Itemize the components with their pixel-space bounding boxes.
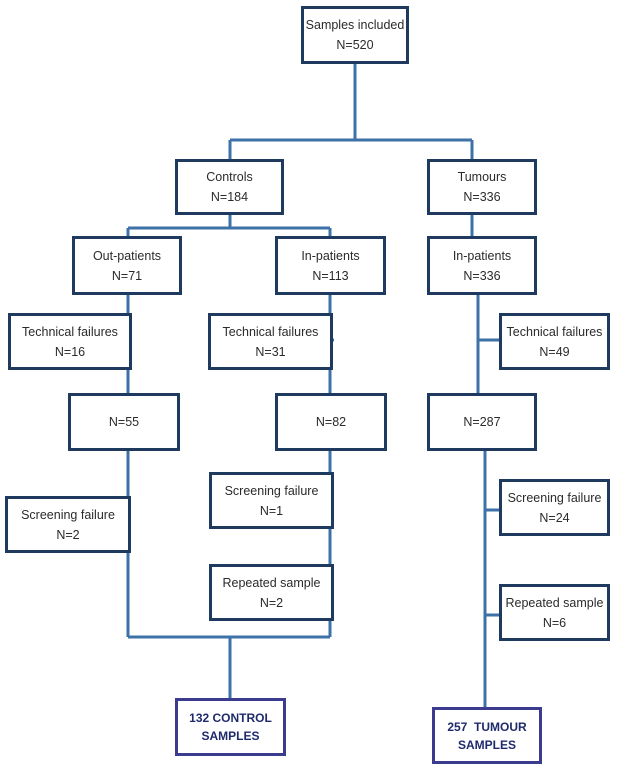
outpatients-label: Out-patients	[92, 248, 162, 263]
control-samples-line1: 132 CONTROL	[189, 711, 272, 725]
repeated-sample-tumours-box: Repeated sample N=6	[499, 584, 610, 641]
screening-failure-count: N=2	[56, 527, 80, 542]
technical-failures-label: Technical failures	[506, 324, 603, 339]
remaining-82-box: N=82	[275, 393, 387, 451]
screening-failure-label: Screening failure	[507, 490, 602, 505]
inpatients-controls-box: In-patients N=113	[275, 236, 386, 295]
outpatients-box: Out-patients N=71	[72, 236, 182, 295]
technical-failures-count: N=31	[255, 344, 286, 359]
repeated-sample-count: N=6	[542, 615, 567, 630]
control-samples-line2: SAMPLES	[201, 729, 260, 743]
screening-failure-label: Screening failure	[21, 507, 115, 522]
remaining-55-count: N=55	[108, 415, 140, 429]
inpatients-tumours-label: In-patients	[452, 248, 512, 263]
repeated-sample-inpatients-box: Repeated sample N=2	[209, 564, 334, 621]
technical-failures-label: Technical failures	[22, 324, 118, 339]
repeated-sample-count: N=2	[259, 595, 284, 610]
screening-failure-label: Screening failure	[224, 483, 319, 498]
samples-included-label: Samples included	[305, 18, 405, 32]
repeated-sample-label: Repeated sample	[505, 595, 604, 610]
screening-failure-count: N=1	[259, 503, 284, 518]
screening-failure-outpatients-box: Screening failure N=2	[5, 496, 131, 553]
controls-label: Controls	[206, 170, 253, 184]
technical-failures-outpatients-box: Technical failures N=16	[8, 313, 132, 370]
samples-included-box: Samples included N=520	[301, 6, 409, 64]
inpatients-tumours-count: N=336	[463, 268, 501, 283]
technical-failures-count: N=16	[54, 344, 86, 359]
screening-failure-count: N=24	[539, 510, 570, 525]
outpatients-count: N=71	[111, 268, 143, 283]
control-samples-final-box: 132 CONTROL SAMPLES	[175, 698, 286, 756]
controls-count: N=184	[210, 190, 249, 204]
screening-failure-tumours-box: Screening failure N=24	[499, 479, 610, 536]
remaining-82-count: N=82	[315, 415, 347, 429]
controls-box: Controls N=184	[175, 159, 284, 215]
tumours-label: Tumours	[457, 170, 507, 184]
technical-failures-inpatients-box: Technical failures N=31	[208, 313, 333, 370]
tumour-samples-final-box: 257 TUMOUR SAMPLES	[432, 707, 542, 764]
tumours-count: N=336	[463, 190, 501, 204]
repeated-sample-label: Repeated sample	[222, 575, 321, 590]
inpatients-tumours-box: In-patients N=336	[427, 236, 537, 295]
screening-failure-inpatients-box: Screening failure N=1	[209, 472, 334, 529]
technical-failures-label: Technical failures	[222, 324, 319, 339]
remaining-55-box: N=55	[68, 393, 180, 451]
tumour-samples-line2: SAMPLES	[457, 737, 516, 752]
technical-failures-count: N=49	[539, 344, 570, 359]
tumour-samples-line1: 257 TUMOUR	[447, 719, 527, 734]
remaining-287-box: N=287	[427, 393, 537, 451]
samples-included-count: N=520	[336, 38, 374, 52]
remaining-287-count: N=287	[463, 415, 501, 429]
inpatients-controls-label: In-patients	[301, 248, 360, 263]
technical-failures-tumours-box: Technical failures N=49	[499, 313, 610, 370]
tumours-box: Tumours N=336	[427, 159, 537, 215]
inpatients-controls-count: N=113	[312, 268, 349, 283]
